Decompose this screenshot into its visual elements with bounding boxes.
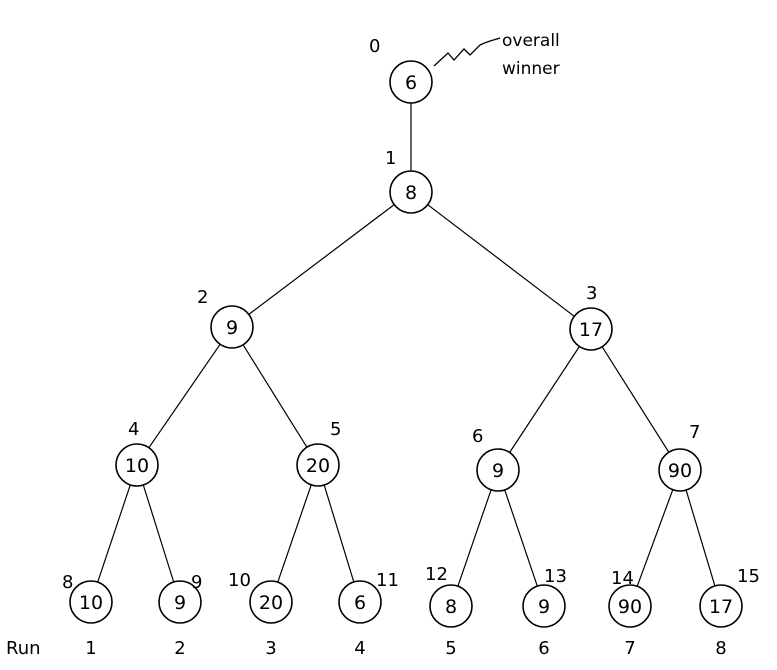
winner-pointer — [433, 37, 501, 67]
tree-node-1: 81 — [385, 148, 433, 214]
node-circle — [389, 170, 433, 214]
node-key: 10 — [125, 455, 149, 477]
node-circle — [476, 448, 520, 492]
node-circle — [338, 580, 382, 624]
node-key: 17 — [709, 596, 733, 618]
run-number: 7 — [624, 638, 635, 659]
node-key: 90 — [618, 596, 642, 618]
edge-1-3 — [427, 204, 575, 317]
tree-node-9: 99 — [158, 572, 202, 624]
node-key: 9 — [226, 317, 238, 339]
node-circle — [658, 448, 702, 492]
node-circle — [158, 580, 202, 624]
tree-nodes: 6081921731042059690710899201061181291390… — [62, 36, 760, 628]
node-key: 9 — [174, 592, 186, 614]
node-index: 3 — [586, 283, 597, 304]
run-number: 6 — [538, 638, 549, 659]
node-index: 10 — [228, 570, 251, 591]
node-index: 9 — [191, 572, 202, 593]
node-circle — [296, 443, 340, 487]
node-index: 5 — [330, 419, 341, 440]
edge-5-11 — [323, 484, 355, 583]
edge-3-6 — [509, 346, 580, 453]
edge-1-2 — [248, 204, 395, 315]
tree-node-5: 205 — [296, 419, 341, 487]
node-index: 8 — [62, 572, 73, 593]
node-key: 6 — [354, 592, 366, 614]
tree-node-12: 8 12 — [425, 564, 473, 628]
edge-7-14 — [636, 489, 674, 587]
tree-edges — [97, 103, 716, 587]
tree-node-11: 6 11 — [338, 570, 399, 624]
node-circle — [115, 443, 159, 487]
edge-4-9 — [142, 484, 175, 583]
node-key: 17 — [579, 319, 603, 341]
node-circle — [249, 580, 293, 624]
node-key: 9 — [538, 596, 550, 618]
run-number: 4 — [354, 638, 365, 659]
node-index: 4 — [128, 419, 139, 440]
run-number: 2 — [174, 638, 185, 659]
run-row-label: Run — [6, 638, 41, 659]
annotations: overall winner Run — [6, 31, 560, 659]
node-index: 15 — [737, 566, 760, 587]
node-key: 20 — [306, 455, 330, 477]
winner-label-line1: overall — [502, 31, 560, 51]
tree-node-2: 92 — [197, 287, 254, 349]
node-circle — [569, 307, 613, 351]
node-circle — [522, 584, 566, 628]
node-circle — [69, 580, 113, 624]
node-index: 6 — [472, 426, 483, 447]
node-key: 10 — [79, 592, 103, 614]
edge-2-4 — [148, 343, 221, 449]
node-index: 1 — [385, 148, 396, 169]
tree-node-4: 10 4 — [115, 419, 159, 487]
node-circle — [389, 60, 433, 104]
node-index: 0 — [369, 36, 380, 57]
tree-node-6: 96 — [472, 426, 520, 492]
tree-node-0: 60 — [369, 36, 433, 104]
winner-label-line2: winner — [502, 59, 560, 79]
edge-6-13 — [504, 489, 538, 587]
tree-node-8: 10 8 — [62, 572, 113, 624]
tree-node-3: 17 3 — [569, 283, 613, 351]
node-index: 14 — [611, 568, 634, 589]
node-key: 90 — [668, 460, 692, 482]
node-index: 2 — [197, 287, 208, 308]
edge-6-12 — [457, 489, 492, 587]
node-key: 9 — [492, 460, 504, 482]
node-circle — [210, 305, 254, 349]
run-numbers: 1 2 3 4 5 6 7 8 — [85, 638, 726, 659]
node-index: 11 — [376, 570, 399, 591]
edge-3-7 — [601, 346, 670, 453]
edge-5-10 — [277, 484, 312, 583]
node-index: 12 — [425, 564, 448, 585]
node-index: 7 — [689, 422, 700, 443]
tree-node-13: 913 — [522, 566, 567, 628]
edge-4-8 — [97, 484, 131, 583]
node-circle — [699, 584, 743, 628]
run-number: 8 — [715, 638, 726, 659]
run-number: 5 — [445, 638, 456, 659]
edge-7-15 — [685, 489, 716, 587]
run-number: 1 — [85, 638, 96, 659]
node-key: 8 — [445, 596, 457, 618]
node-circle — [608, 584, 652, 628]
node-key: 8 — [405, 182, 417, 204]
run-number: 3 — [265, 638, 276, 659]
node-index: 13 — [544, 566, 567, 587]
node-circle — [429, 584, 473, 628]
edge-2-5 — [242, 344, 308, 448]
tree-node-7: 90 7 — [658, 422, 702, 492]
node-key: 6 — [405, 72, 417, 94]
node-key: 20 — [259, 592, 283, 614]
winner-pointer-squiggle — [433, 37, 501, 67]
